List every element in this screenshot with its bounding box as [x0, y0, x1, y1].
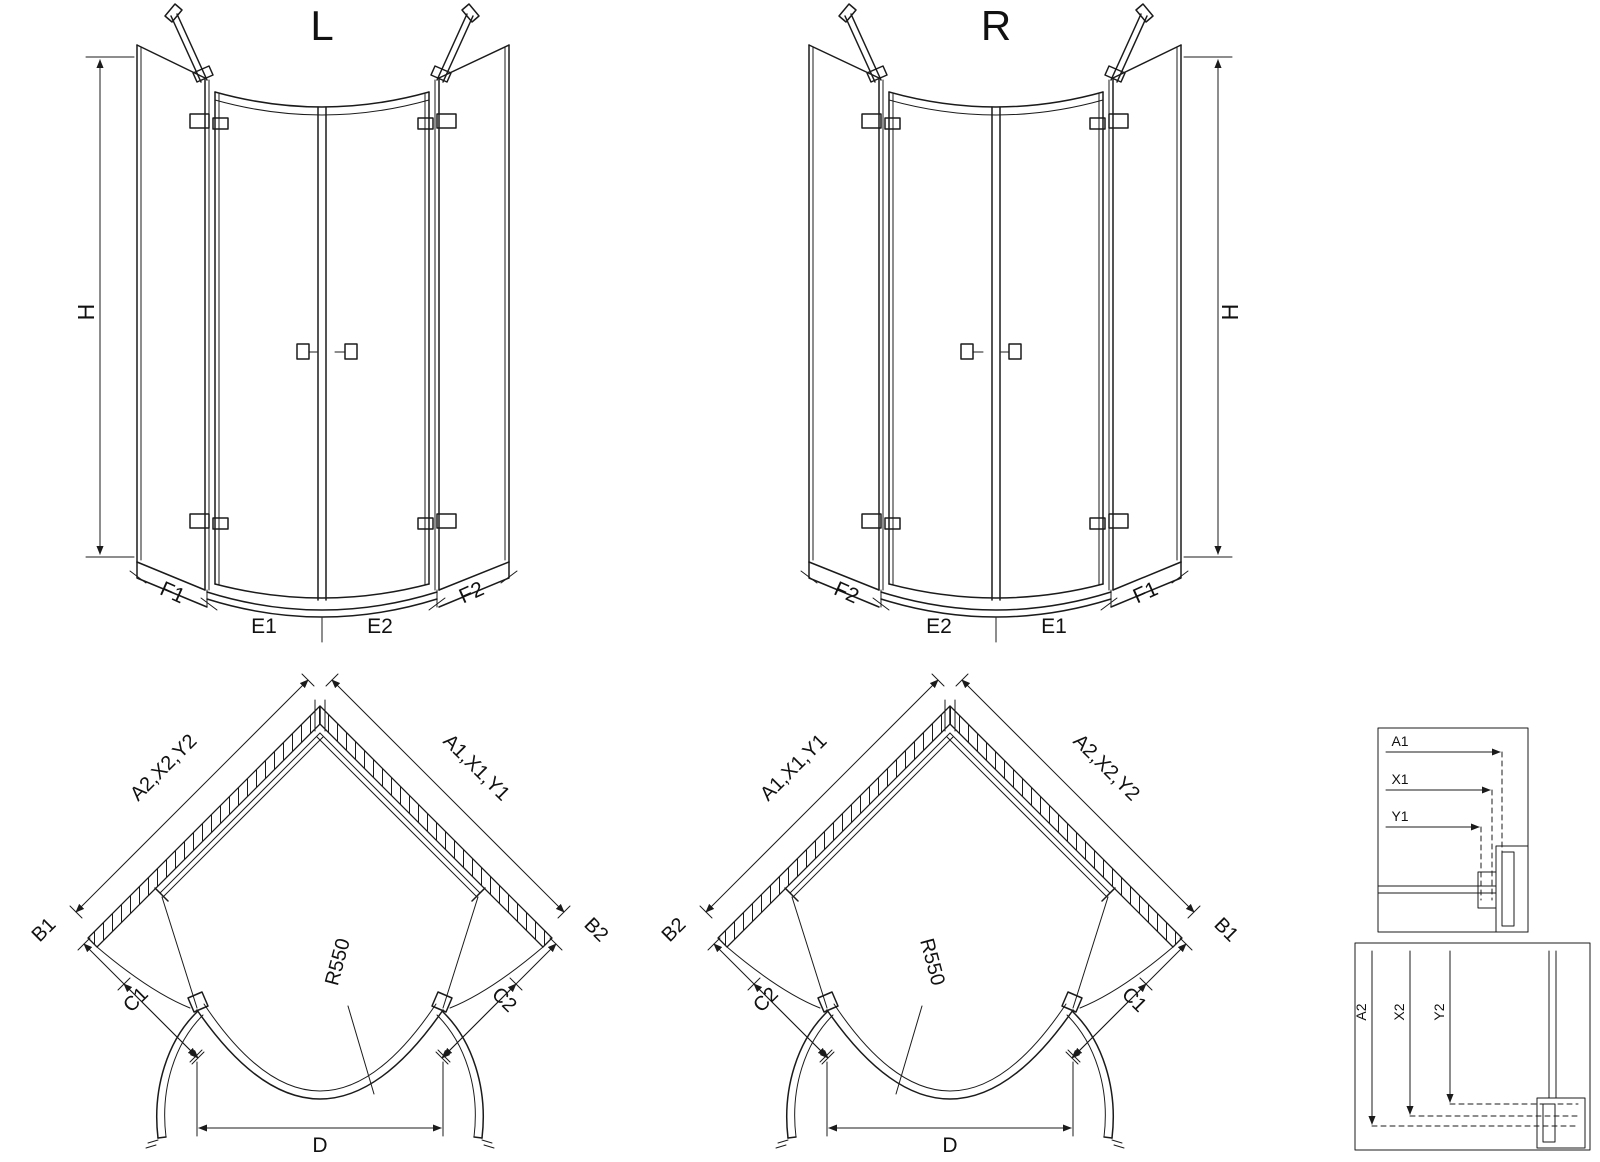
profile-detail-horizontal: A1 X1 Y1 — [1377, 727, 1529, 933]
front-view-left-geometry — [86, 4, 517, 642]
dim-label-wall-right-right: A2,X2,Y2 — [1069, 730, 1144, 805]
dim-label-c1: C1 — [119, 983, 153, 1017]
dim-label-wall-left-right: A1,X1,Y1 — [756, 730, 831, 805]
detail-label-a1: A1 — [1391, 733, 1408, 749]
detail-label-a2: A2 — [1353, 1003, 1369, 1020]
segment-label-e1-right: E1 — [1041, 615, 1067, 638]
detail-label-y2: Y2 — [1431, 1003, 1447, 1020]
dim-label-b2-right: B2 — [658, 914, 691, 947]
dim-label-b1: B1 — [28, 914, 61, 947]
dim-label-wall-left: A2,X2,Y2 — [126, 730, 201, 805]
dim-label-b1-right: B1 — [1210, 914, 1243, 947]
view-title-left: L — [310, 2, 333, 49]
dim-label-c2: C2 — [487, 983, 521, 1017]
dim-label-b2: B2 — [580, 914, 613, 947]
front-view-right: R H F2 E2 E1 F1 — [801, 2, 1243, 642]
profile-detail-vertical: A2 X2 Y2 — [1353, 942, 1591, 1151]
plan-view-left-geometry — [70, 674, 570, 1148]
dim-label-h-right: H — [1217, 304, 1243, 321]
dim-label-c2-right: C2 — [749, 983, 783, 1017]
dim-label-d-right: D — [942, 1134, 957, 1157]
dim-label-h-left: H — [73, 304, 99, 321]
dim-label-d: D — [312, 1134, 327, 1157]
dim-label-wall-right: A1,X1,Y1 — [439, 730, 514, 805]
front-view-left: L H F1 E1 E2 F2 — [73, 2, 517, 642]
detail-label-y1: Y1 — [1391, 808, 1408, 824]
detail-label-x2: X2 — [1391, 1003, 1407, 1020]
segment-label-e2: E2 — [367, 615, 393, 638]
dim-label-c1-right: C1 — [1117, 983, 1151, 1017]
plan-view-right-geometry — [700, 674, 1200, 1148]
radius-label: R550 — [321, 936, 355, 988]
segment-label-e1: E1 — [251, 615, 277, 638]
front-view-right-geometry — [801, 4, 1232, 642]
plan-view-left: A2,X2,Y2 A1,X1,Y1 B1 C1 B2 C2 R550 D — [28, 674, 613, 1157]
plan-view-right: A1,X1,Y1 A2,X2,Y2 B2 C2 B1 C1 R550 D — [658, 674, 1243, 1157]
detail-label-x1: X1 — [1391, 771, 1408, 787]
view-title-right: R — [981, 2, 1011, 49]
segment-label-e2-right: E2 — [926, 615, 952, 638]
radius-label-right: R550 — [915, 936, 949, 988]
